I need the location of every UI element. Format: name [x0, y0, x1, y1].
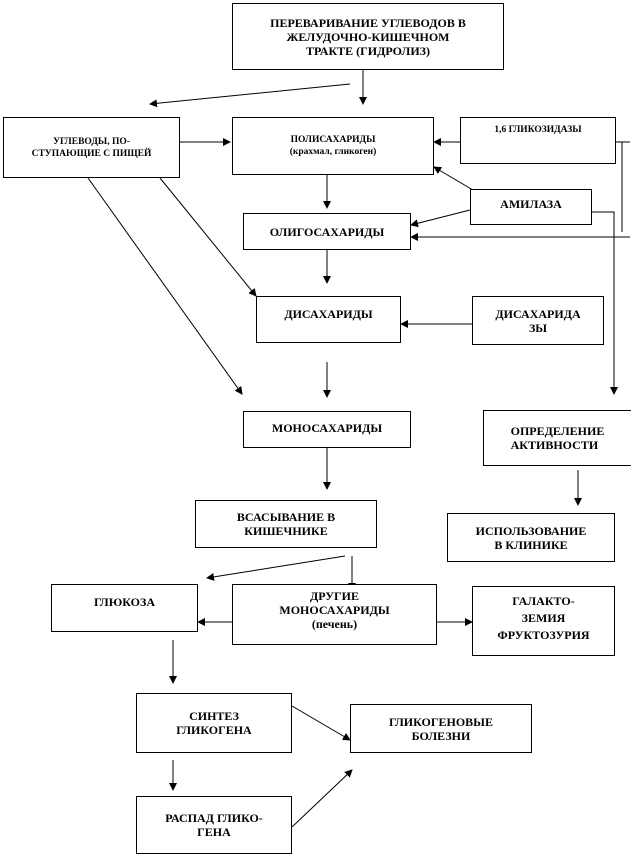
node-polysaccharides: ПОЛИСАХАРИДЫ (крахмал, гликоген)	[232, 117, 434, 175]
arrow-dietary-to-monosaccharides	[87, 177, 243, 395]
node-polysaccharides-sub: (крахмал, гликоген)	[289, 147, 377, 157]
node-other-monosaccharides: ДРУГИЕ МОНОСАХАРИДЫ (печень)	[232, 584, 437, 645]
arrow-amylase-to-polysaccharides	[433, 166, 479, 194]
node-glycogen-diseases: ГЛИКОГЕНОВЫЕ БОЛЕЗНИ	[350, 704, 532, 753]
node-galactosemia: ГАЛАКТО- ЗЕМИЯ ФРУКТОЗУРИЯ	[472, 586, 615, 656]
node-glucose-label: ГЛЮКОЗА	[93, 595, 155, 609]
node-breakdown-label: РАСПАД ГЛИКО- ГЕНА	[165, 811, 263, 839]
node-activity-label: ОПРЕДЕЛЕНИЕ АКТИВНОСТИ	[510, 424, 605, 452]
arrow-synthesis-to-diseases	[291, 705, 351, 741]
node-dietary-label: УГЛЕВОДЫ, ПО- СТУПАЮЩИЕ С ПИЩЕЙ	[31, 136, 152, 159]
node-glycogen-breakdown: РАСПАД ГЛИКО- ГЕНА	[136, 796, 292, 854]
node-title-label: ПЕРЕВАРИВАНИЕ УГЛЕВОДОВ В ЖЕЛУДОЧНО-КИШЕ…	[270, 15, 466, 58]
node-polysaccharides-label: ПОЛИСАХАРИДЫ	[290, 135, 376, 145]
node-galactosemia-label: ГАЛАКТО- ЗЕМИЯ ФРУКТОЗУРИЯ	[497, 594, 590, 642]
node-disaccharidases: ДИСАХАРИДА ЗЫ	[472, 296, 604, 345]
node-glucosidase-label: 1,6 ГЛИКОЗИДАЗЫ	[494, 125, 582, 135]
node-synthesis-label: СИНТЕЗ ГЛИКОГЕНА	[176, 709, 252, 737]
node-disaccharides: ДИСАХАРИДЫ	[256, 296, 401, 343]
node-glucosidase: 1,6 ГЛИКОЗИДАЗЫ	[460, 117, 616, 164]
node-oligosaccharides: ОЛИГОСАХАРИДЫ	[243, 213, 411, 250]
node-clinical: ИСПОЛЬЗОВАНИЕ В КЛИНИКЕ	[447, 513, 615, 562]
node-monosaccharides-label: МОНОСАХАРИДЫ	[271, 421, 383, 435]
node-activity: ОПРЕДЕЛЕНИЕ АКТИВНОСТИ	[483, 410, 631, 466]
node-oligosaccharides-label: ОЛИГОСАХАРИДЫ	[269, 224, 385, 239]
node-dietary-carbs: УГЛЕВОДЫ, ПО- СТУПАЮЩИЕ С ПИЩЕЙ	[3, 117, 180, 178]
arrow-breakdown-to-diseases	[291, 769, 353, 828]
node-clinical-label: ИСПОЛЬЗОВАНИЕ В КЛИНИКЕ	[475, 523, 587, 552]
node-other-label: ДРУГИЕ МОНОСАХАРИДЫ (печень)	[279, 589, 390, 631]
node-title: ПЕРЕВАРИВАНИЕ УГЛЕВОДОВ В ЖЕЛУДОЧНО-КИШЕ…	[232, 3, 504, 70]
node-absorption: ВСАСЫВАНИЕ В КИШЕЧНИКЕ	[195, 500, 377, 548]
arrow-title-to-dietary	[149, 83, 351, 108]
node-glucose: ГЛЮКОЗА	[51, 584, 198, 632]
node-monosaccharides: МОНОСАХАРИДЫ	[243, 411, 411, 448]
arrow-dietary-to-disaccharides	[159, 177, 257, 297]
node-disaccharidases-label: ДИСАХАРИДА ЗЫ	[495, 306, 581, 335]
node-absorption-label: ВСАСЫВАНИЕ В КИШЕЧНИКЕ	[236, 510, 336, 538]
node-amylase: АМИЛАЗА	[470, 189, 592, 225]
arrow-absorption-to-glucose	[206, 555, 346, 581]
arrow-amylase-to-oligosaccharides	[410, 209, 471, 228]
node-diseases-label: ГЛИКОГЕНОВЫЕ БОЛЕЗНИ	[389, 714, 493, 743]
node-disaccharides-label: ДИСАХАРИДЫ	[284, 307, 373, 321]
node-glycogen-synthesis: СИНТЕЗ ГЛИКОГЕНА	[136, 693, 292, 753]
arrow-amylase-to-activity	[592, 211, 618, 395]
node-amylase-label: АМИЛАЗА	[500, 197, 562, 211]
